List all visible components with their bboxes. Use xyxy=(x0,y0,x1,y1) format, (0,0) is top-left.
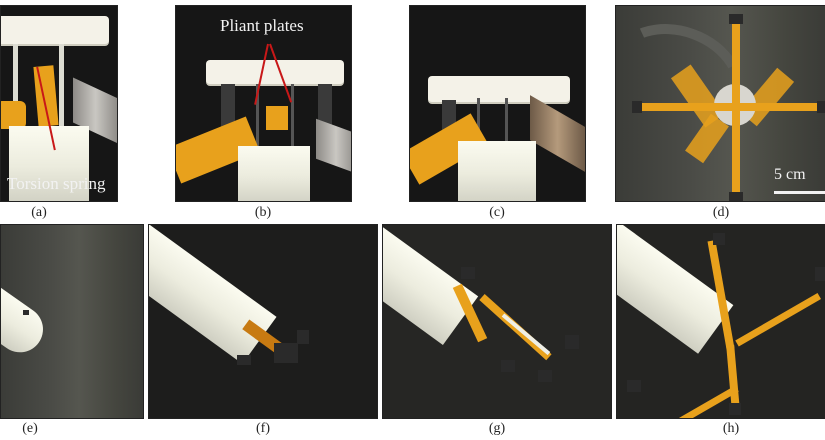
pliant-plate xyxy=(291,84,294,160)
metal-plate xyxy=(530,95,585,172)
panel-f-image xyxy=(148,224,378,419)
base-tube xyxy=(238,146,310,201)
end-gripper xyxy=(461,267,475,279)
top-plate xyxy=(206,60,344,84)
caption-a: (a) xyxy=(31,205,47,220)
end-gripper xyxy=(729,403,741,415)
flex-arm xyxy=(726,344,740,411)
flex-arm xyxy=(735,292,822,347)
base-tube xyxy=(9,126,89,201)
flex-arm-horizontal xyxy=(636,103,825,111)
caption-d: (d) xyxy=(712,205,730,220)
base-tube xyxy=(458,141,536,201)
tube-slot xyxy=(23,310,29,315)
scale-bar xyxy=(774,191,825,194)
caption-g: (g) xyxy=(488,421,506,436)
end-gripper xyxy=(729,14,743,24)
pliant-plates-label: Pliant plates xyxy=(220,16,304,35)
panel-h-image xyxy=(616,224,825,419)
white-arm xyxy=(501,313,551,356)
flex-strip xyxy=(266,106,288,130)
clamp-block xyxy=(221,84,235,130)
end-gripper xyxy=(297,330,309,344)
end-gripper xyxy=(538,370,552,382)
tube xyxy=(149,225,277,364)
end-gripper xyxy=(237,355,251,365)
top-plate xyxy=(1,16,109,44)
clamp-block xyxy=(318,84,332,130)
end-gripper xyxy=(501,360,515,372)
end-gripper xyxy=(713,233,725,245)
end-gripper xyxy=(274,343,298,363)
panel-a-image: Torsion spring xyxy=(0,5,118,202)
panel-g-image xyxy=(382,224,612,419)
top-plate xyxy=(428,76,570,102)
panel-e-image xyxy=(0,224,144,419)
support-rod xyxy=(59,44,64,164)
caption-f: (f) xyxy=(256,421,270,436)
pliant-plate xyxy=(505,98,508,176)
panel-c-image xyxy=(409,5,586,202)
end-gripper xyxy=(815,267,825,281)
flex-strip xyxy=(1,101,26,129)
tube xyxy=(383,225,479,345)
caption-b: (b) xyxy=(254,205,272,220)
tube xyxy=(1,269,53,362)
scale-bar-label: 5 cm xyxy=(774,166,806,183)
caption-h: (h) xyxy=(722,421,740,436)
caption-c: (c) xyxy=(489,205,505,220)
panel-b-image: Pliant plates xyxy=(175,5,352,202)
panel-d-image: 5 cm xyxy=(615,5,825,202)
end-gripper xyxy=(817,101,825,113)
end-gripper xyxy=(565,335,579,349)
caption-e: (e) xyxy=(22,421,38,436)
metal-plate xyxy=(316,118,351,174)
end-gripper xyxy=(632,101,642,113)
flex-arm xyxy=(648,385,739,418)
torsion-spring-label: Torsion spring xyxy=(7,174,106,193)
end-gripper xyxy=(627,380,641,392)
end-gripper xyxy=(729,192,743,201)
pliant-plate xyxy=(256,84,259,160)
